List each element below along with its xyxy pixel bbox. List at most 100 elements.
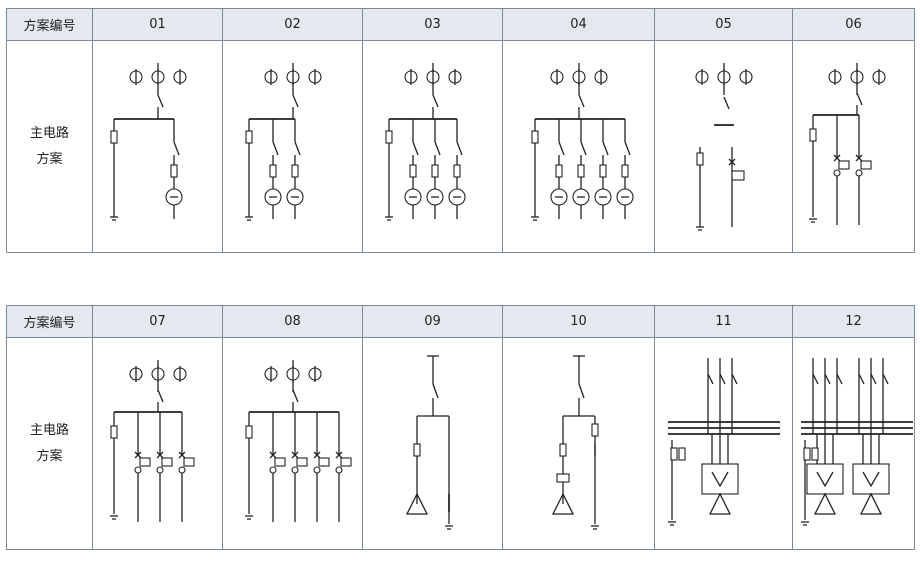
contactor-icon bbox=[855, 154, 863, 161]
diagram-cell bbox=[792, 40, 915, 253]
circuit-diagram-02 bbox=[244, 62, 322, 221]
fuse-icon bbox=[530, 129, 539, 144]
terminal-icon bbox=[133, 465, 142, 474]
diagram-cell bbox=[222, 337, 363, 550]
terminal-icon bbox=[833, 168, 841, 177]
contactor-icon bbox=[313, 451, 320, 458]
relay-icon bbox=[160, 456, 173, 467]
switch-blade-icon bbox=[870, 373, 877, 384]
circuit-diagram-09 bbox=[405, 354, 453, 530]
thyristor-icon bbox=[862, 471, 880, 487]
capacitor-bank-icon bbox=[551, 492, 574, 515]
diagram-cell bbox=[654, 337, 793, 550]
relay-icon bbox=[860, 159, 872, 170]
fuse-icon bbox=[169, 163, 178, 178]
motor-icon bbox=[859, 492, 883, 515]
contactor-icon bbox=[178, 451, 185, 458]
switch-blade-icon bbox=[730, 373, 738, 384]
switch-blade-icon bbox=[858, 373, 865, 384]
scheme-number: 09 bbox=[362, 305, 503, 338]
switch-blade-icon bbox=[577, 383, 585, 398]
diagram-cell bbox=[362, 337, 503, 550]
diagram-cell bbox=[222, 40, 363, 253]
scheme-number: 12 bbox=[792, 305, 915, 338]
row-label-line1: 主电路 bbox=[29, 422, 69, 438]
soft-starter-icon bbox=[852, 462, 890, 495]
row-label: 主电路 方案 bbox=[6, 337, 93, 550]
contactor-icon bbox=[156, 451, 163, 458]
terminal-icon bbox=[155, 465, 164, 474]
relay-icon bbox=[182, 456, 195, 467]
thyristor-icon bbox=[816, 471, 834, 487]
diagram-row: 主电路 方案 bbox=[6, 40, 915, 253]
terminal-icon bbox=[855, 168, 863, 177]
switch-blade-icon bbox=[431, 94, 439, 107]
diagram-cell bbox=[792, 337, 915, 550]
circuit-diagram-01 bbox=[109, 62, 187, 221]
scheme-table-1: 方案编号 01 02 03 04 05 06 主电路 方案 bbox=[6, 8, 915, 253]
switch-blade-icon bbox=[579, 141, 587, 155]
header-label: 方案编号 bbox=[6, 8, 93, 41]
fuse-icon bbox=[408, 163, 417, 178]
switch-blade-icon bbox=[824, 373, 831, 384]
fuse-icon bbox=[590, 422, 599, 437]
diagram-cell bbox=[502, 337, 655, 550]
relay-icon bbox=[273, 456, 286, 467]
contactor-icon bbox=[291, 451, 298, 458]
fuse-icon bbox=[695, 151, 704, 166]
relay-icon bbox=[838, 159, 850, 170]
switch-blade-icon bbox=[293, 141, 301, 155]
circuit-diagram-11 bbox=[667, 357, 780, 526]
diagram-cell bbox=[502, 40, 655, 253]
terminal-icon bbox=[268, 465, 277, 474]
fuse-icon bbox=[554, 163, 563, 178]
scheme-number: 04 bbox=[502, 8, 655, 41]
circuit-diagram-12 bbox=[801, 357, 913, 526]
row-label-line2: 方案 bbox=[36, 448, 63, 464]
switch-blade-icon bbox=[291, 389, 299, 402]
thyristor-icon bbox=[710, 471, 729, 487]
switch-blade-icon bbox=[706, 373, 714, 384]
capacitor-bank-icon bbox=[405, 492, 428, 515]
fuse-icon bbox=[620, 163, 629, 178]
soft-starter-icon bbox=[700, 462, 739, 495]
terminal-icon bbox=[312, 465, 321, 474]
switch-blade-icon bbox=[623, 141, 631, 155]
switch-blade-icon bbox=[812, 373, 819, 384]
circuit-diagram-05 bbox=[694, 62, 753, 231]
switch-blade-icon bbox=[856, 92, 863, 105]
scheme-number: 05 bbox=[654, 8, 793, 41]
relay-icon bbox=[295, 456, 308, 467]
contactor-icon bbox=[728, 158, 735, 165]
switch-blade-icon bbox=[557, 141, 565, 155]
relay-icon bbox=[339, 456, 352, 467]
fuse-icon bbox=[811, 446, 819, 461]
scheme-number: 08 bbox=[222, 305, 363, 338]
terminal-icon bbox=[334, 465, 343, 474]
scheme-number: 11 bbox=[654, 305, 793, 338]
row-label-line1: 主电路 bbox=[29, 125, 69, 141]
switch-blade-icon bbox=[455, 141, 463, 155]
row-label: 主电路 方案 bbox=[6, 40, 93, 253]
terminal-icon bbox=[177, 465, 186, 474]
fuse-icon bbox=[109, 424, 118, 439]
fuse-icon bbox=[384, 129, 393, 144]
header-label: 方案编号 bbox=[6, 305, 93, 338]
fuse-icon bbox=[576, 163, 585, 178]
relay-icon bbox=[730, 169, 745, 181]
circuit-diagram-07 bbox=[109, 359, 195, 522]
fuse-icon bbox=[290, 163, 299, 178]
switch-blade-icon bbox=[836, 373, 843, 384]
scheme-number: 02 bbox=[222, 8, 363, 41]
switch-blade-icon bbox=[577, 94, 585, 107]
switch-blade-icon bbox=[433, 141, 441, 155]
switch-blade-icon bbox=[882, 373, 889, 384]
relay-icon bbox=[317, 456, 330, 467]
fuse-icon bbox=[598, 163, 607, 178]
fuse-icon bbox=[677, 446, 686, 461]
diagram-cell bbox=[92, 40, 223, 253]
switch-blade-icon bbox=[431, 383, 439, 398]
circuit-diagram-03 bbox=[384, 62, 466, 221]
contactor-icon bbox=[335, 451, 342, 458]
circuit-diagram-08 bbox=[244, 359, 352, 522]
